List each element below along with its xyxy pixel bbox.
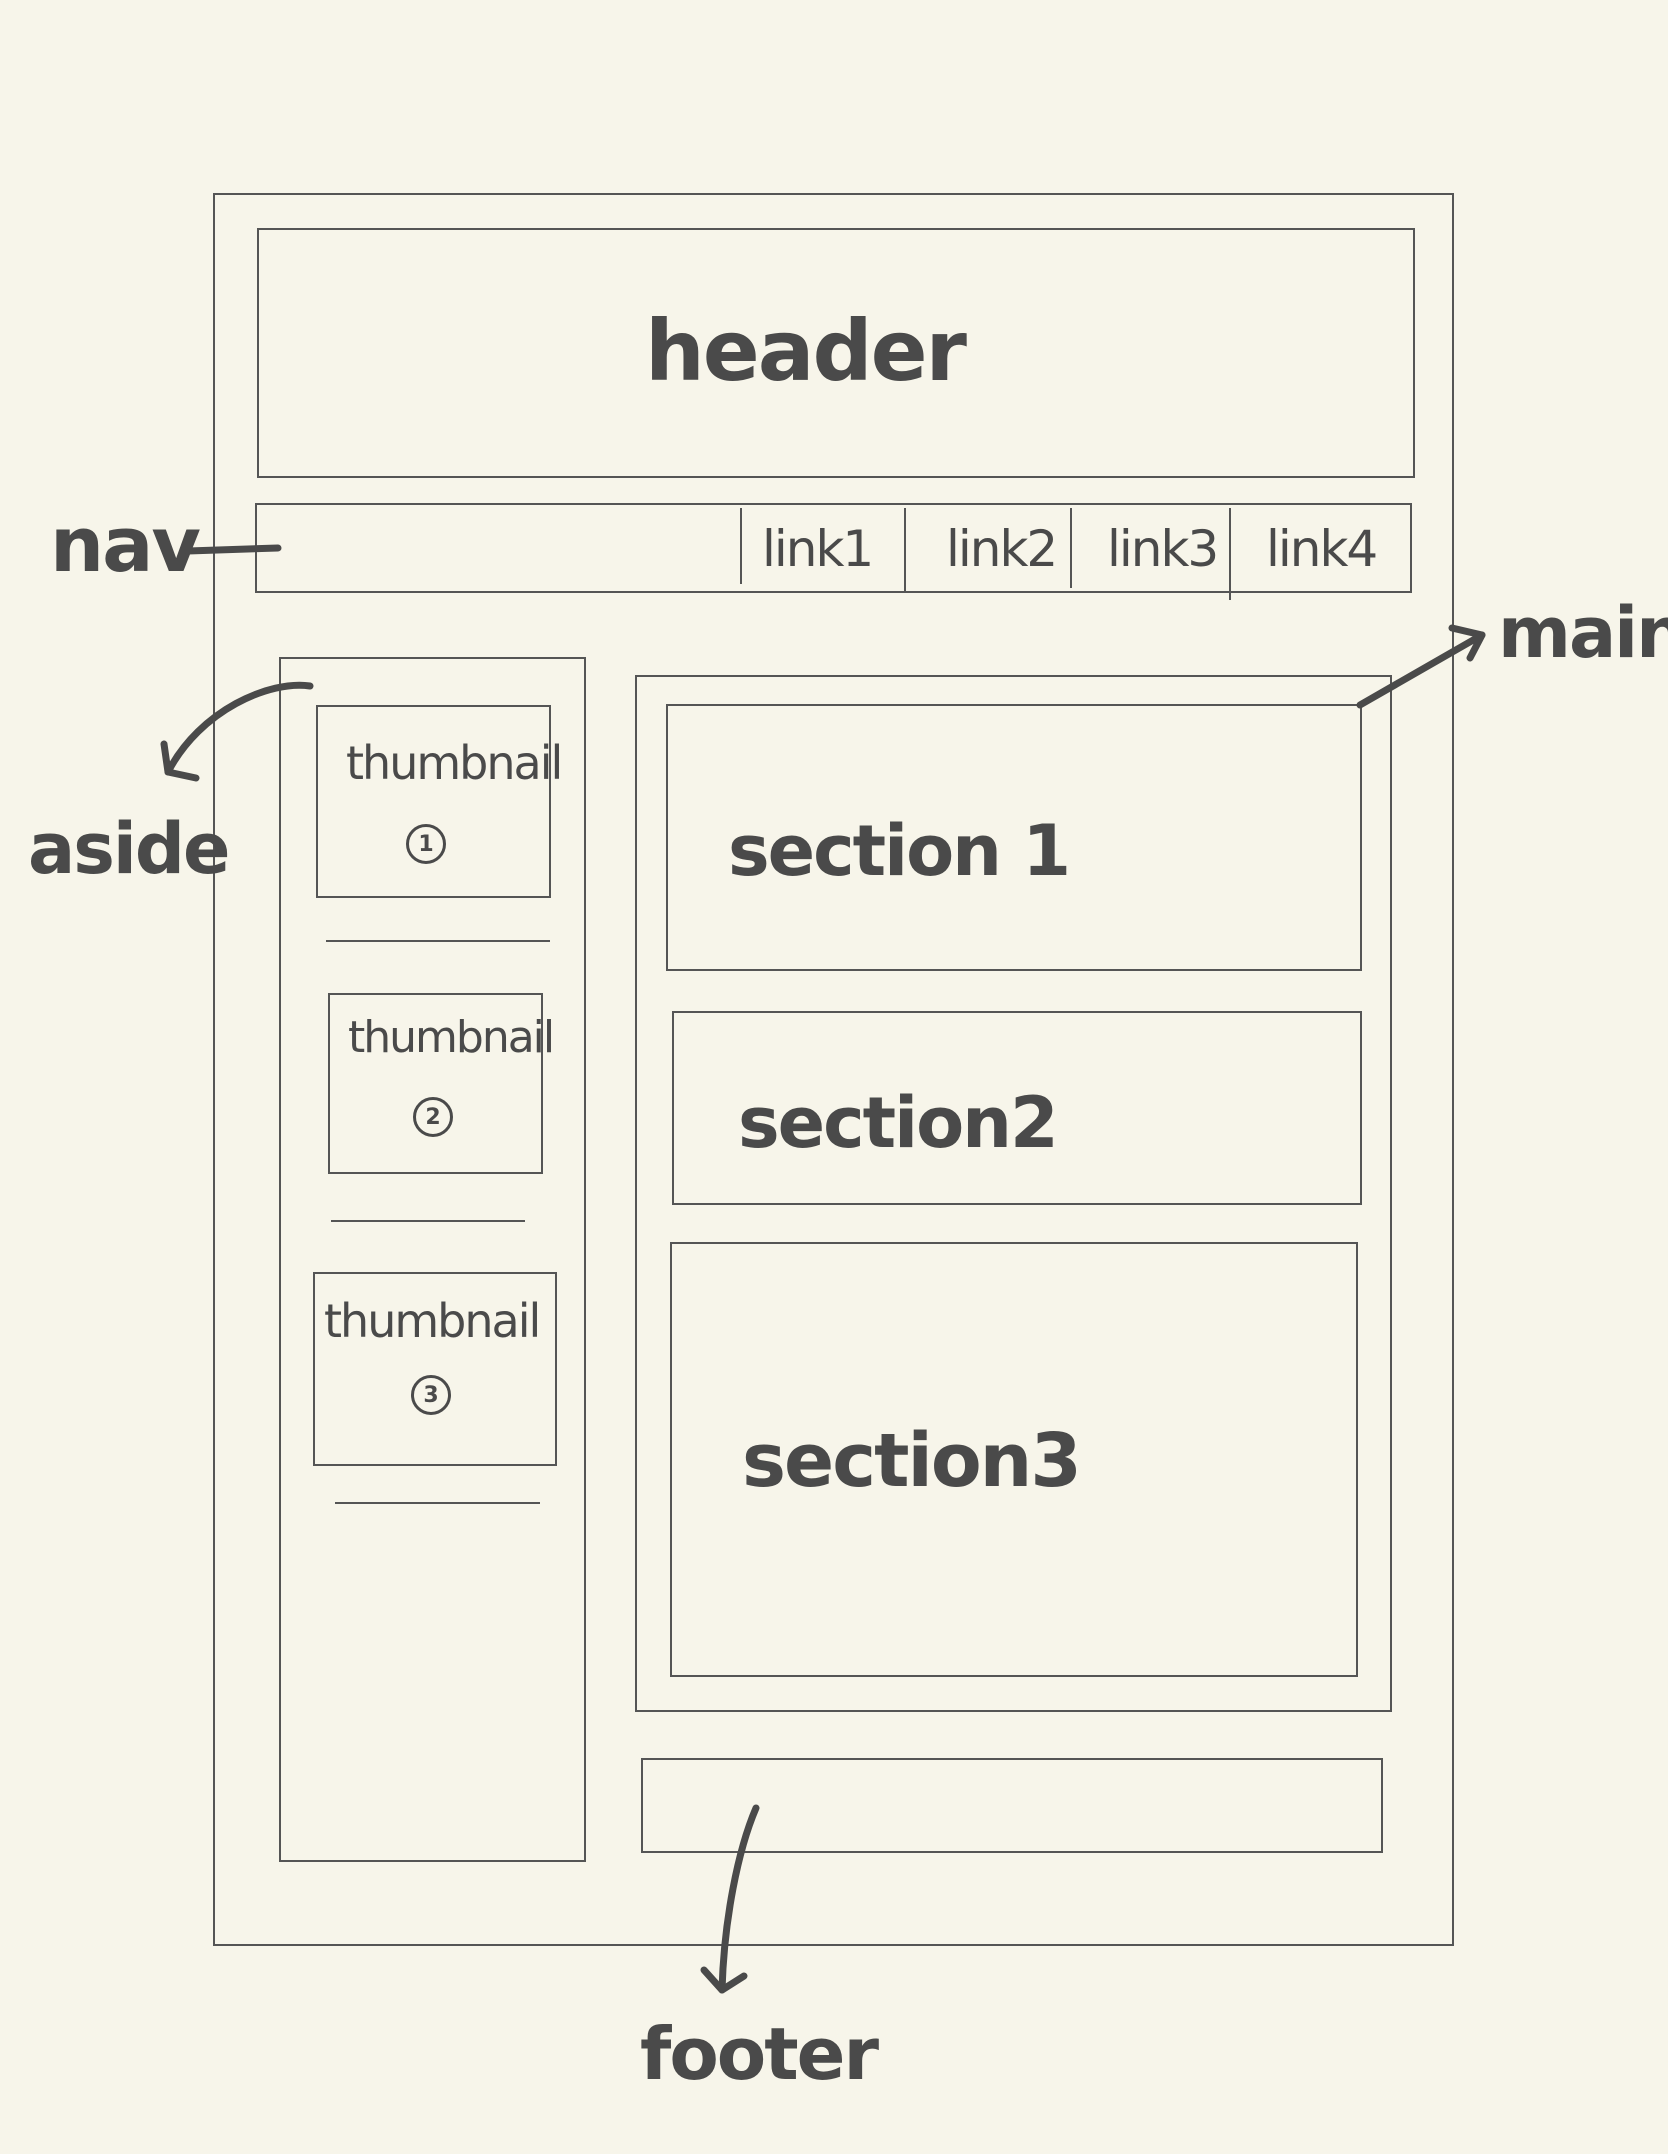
nav-link-1[interactable]: link1 [762,520,874,578]
page-frame [213,193,1454,1946]
footer-box [641,1758,1383,1853]
aside-arrow-icon [164,681,314,776]
thumbnail-3[interactable] [313,1272,557,1466]
main-arrow-icon [1356,631,1486,709]
aside-divider [331,1220,525,1222]
nav-link-3[interactable]: link3 [1107,520,1219,578]
thumbnail-1-label: thumbnail [346,736,563,790]
nav-annotation: nav [50,500,201,589]
nav-divider [1070,508,1072,588]
aside-divider [335,1502,540,1504]
nav-divider [740,508,742,584]
nav-divider [1229,508,1231,600]
footer-annotation: footer [640,2012,879,2096]
section-2-label: section2 [738,1082,1059,1164]
header-box [257,228,1415,478]
thumbnail-2-label: thumbnail [348,1012,555,1063]
section-1 [666,704,1362,971]
nav-pointer-line [184,544,282,555]
thumbnail-1[interactable] [316,705,551,898]
thumbnail-2-number: 2 [413,1097,453,1137]
aside-divider [326,940,550,942]
thumbnail-3-number: 3 [411,1375,451,1415]
section-2 [672,1011,1362,1205]
section-3-label: section3 [742,1418,1082,1504]
nav-divider [904,508,906,592]
thumbnail-3-label: thumbnail [324,1294,541,1348]
section-1-label: section 1 [728,810,1071,892]
thumbnail-1-number: 1 [406,824,446,864]
main-annotation: main [1498,592,1668,674]
nav-link-2[interactable]: link2 [946,520,1058,578]
header-label: header [645,302,967,400]
aside-box [279,657,586,1862]
aside-annotation: aside [28,808,230,890]
footer-arrow-icon [718,1804,760,1994]
thumbnail-2[interactable] [328,993,543,1174]
section-3 [670,1242,1358,1677]
main-box [635,675,1392,1712]
nav-link-4[interactable]: link4 [1266,520,1378,578]
